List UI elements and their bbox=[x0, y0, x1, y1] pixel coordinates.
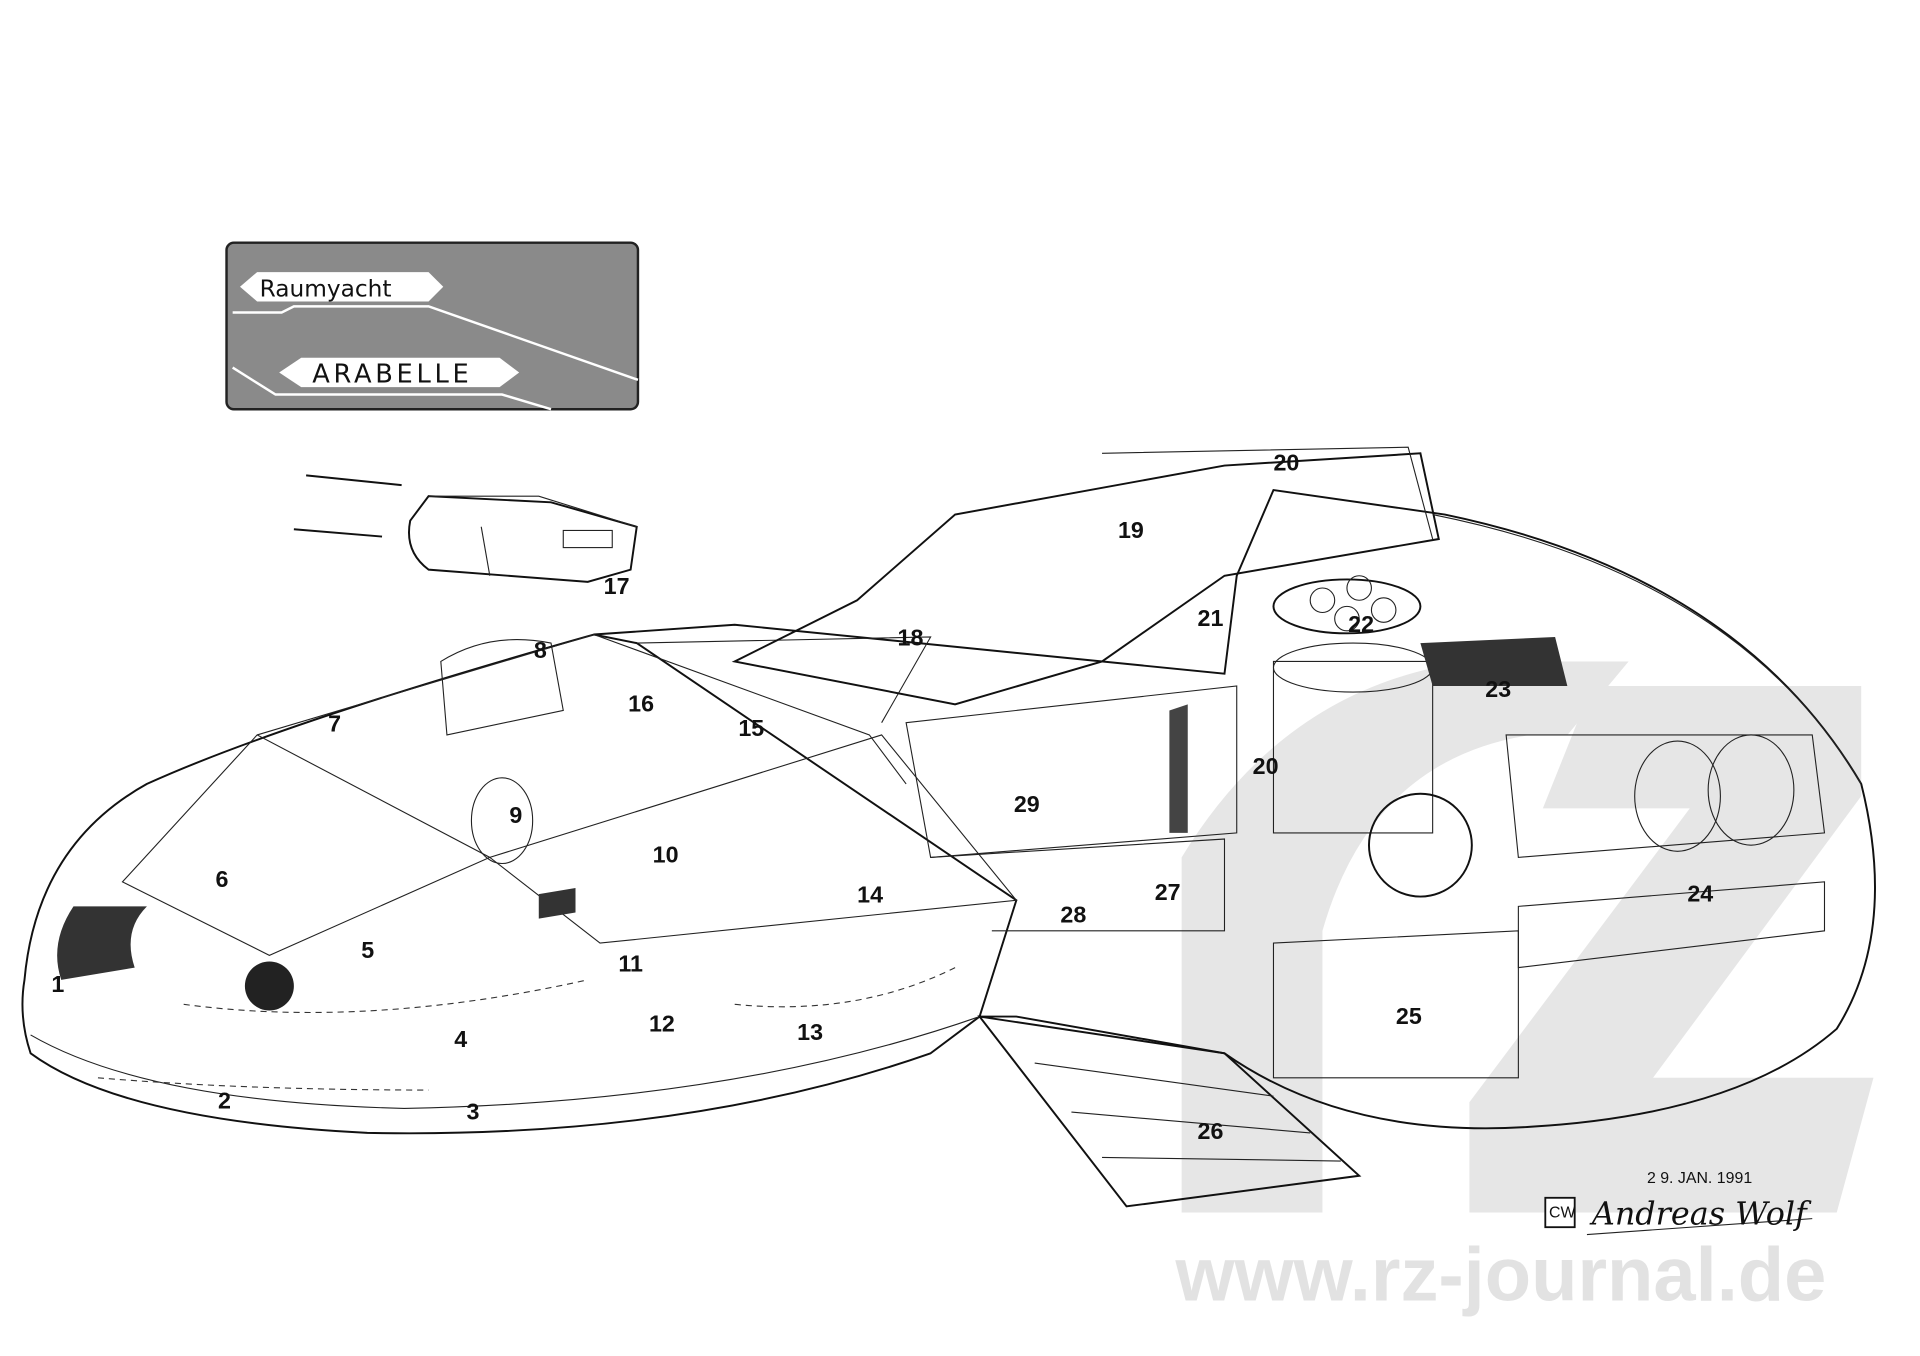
signature: Andreas Wolf bbox=[1589, 1195, 1812, 1233]
callout-21: 21 bbox=[1198, 605, 1224, 631]
callout-28: 28 bbox=[1060, 901, 1086, 927]
callout-5: 5 bbox=[361, 937, 374, 963]
callout-11: 11 bbox=[618, 950, 643, 976]
callout-23: 23 bbox=[1485, 676, 1511, 702]
callout-29: 29 bbox=[1014, 791, 1040, 817]
callout-26: 26 bbox=[1198, 1118, 1224, 1144]
callout-17: 17 bbox=[604, 573, 630, 599]
callout-19: 19 bbox=[1118, 517, 1144, 543]
shuttle-drawing bbox=[293, 474, 638, 583]
callout-3: 3 bbox=[467, 1098, 480, 1124]
callout-25: 25 bbox=[1396, 1003, 1422, 1029]
title-plate: Raumyacht ARABELLE bbox=[225, 241, 640, 411]
callout-labels: 1 2 3 4 5 6 7 8 9 10 11 12 13 14 15 16 1… bbox=[51, 449, 1713, 1144]
title-line2: ARABELLE bbox=[312, 359, 472, 389]
callout-12: 12 bbox=[649, 1010, 675, 1036]
callout-22: 22 bbox=[1348, 611, 1374, 637]
callout-10: 10 bbox=[653, 841, 679, 867]
callout-6: 6 bbox=[216, 866, 229, 892]
callout-7: 7 bbox=[328, 710, 341, 736]
callout-8: 8 bbox=[534, 637, 547, 663]
callout-20-top: 20 bbox=[1273, 449, 1299, 475]
stamp-date: 2 9. JAN. 1991 bbox=[1647, 1170, 1752, 1187]
callout-24: 24 bbox=[1687, 880, 1713, 906]
watermark-url: www.rz-journal.de bbox=[1175, 1233, 1827, 1318]
callout-9: 9 bbox=[509, 802, 522, 828]
callout-13: 13 bbox=[797, 1019, 823, 1045]
stamp-logo: CW bbox=[1549, 1204, 1576, 1221]
ship-hull bbox=[21, 446, 1876, 1135]
signature-stamp: CW 2 9. JAN. 1991 Andreas Wolf bbox=[1544, 1170, 1813, 1236]
callout-2: 2 bbox=[218, 1087, 231, 1113]
callout-4: 4 bbox=[454, 1026, 467, 1052]
callout-1: 1 bbox=[51, 971, 64, 997]
callout-18: 18 bbox=[898, 625, 924, 651]
callout-16: 16 bbox=[628, 691, 654, 717]
boarding-ramp bbox=[977, 1015, 1362, 1208]
callout-14: 14 bbox=[857, 882, 883, 908]
title-line1: Raumyacht bbox=[260, 276, 392, 303]
callout-27: 27 bbox=[1155, 879, 1181, 905]
callout-15: 15 bbox=[738, 715, 764, 741]
callout-20-mid: 20 bbox=[1253, 753, 1279, 779]
